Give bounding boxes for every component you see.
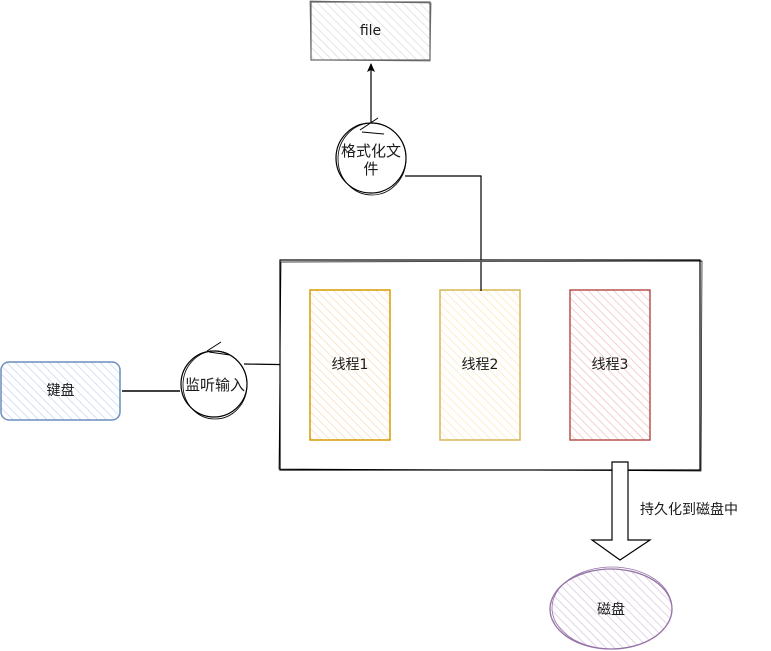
thread2-label: 线程2 <box>461 357 499 373</box>
format-file-node[interactable] <box>335 117 407 196</box>
thread1-node[interactable] <box>309 289 391 441</box>
thread3-label: 线程3 <box>591 357 629 373</box>
persist-label: 持久化到磁盘中 <box>640 502 738 518</box>
listen-input-label: 监听输入 <box>184 376 245 394</box>
keyboard-node[interactable] <box>0 361 121 421</box>
persist-arrow <box>590 461 652 561</box>
file-node[interactable] <box>309 0 432 62</box>
thread2-node[interactable] <box>439 289 521 441</box>
disk-node[interactable] <box>549 566 673 650</box>
thread3-node[interactable] <box>569 289 651 441</box>
file-label: file <box>359 23 382 39</box>
format-file-label: 格式化文件 <box>340 142 401 178</box>
disk-label: 磁盘 <box>597 602 625 618</box>
edge-thread2-to-format <box>405 175 482 291</box>
keyboard-label: 键盘 <box>46 383 75 399</box>
listen-input-node[interactable] <box>180 341 248 420</box>
thread1-label: 线程1 <box>331 357 369 373</box>
